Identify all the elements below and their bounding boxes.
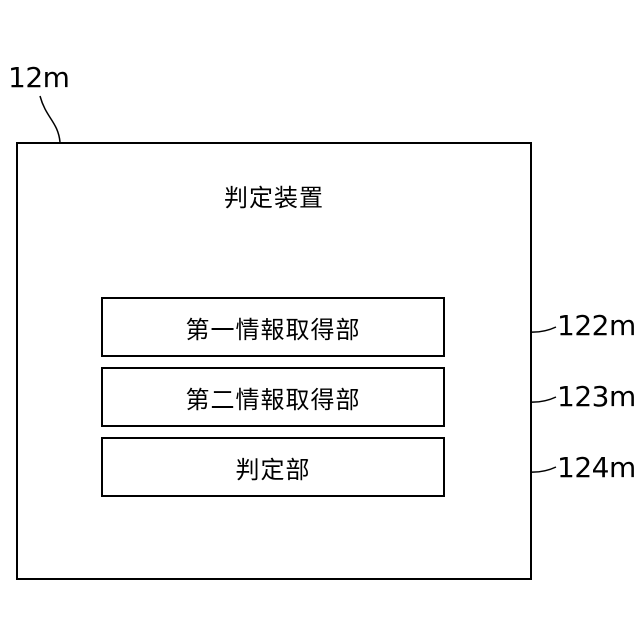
- device-box: 判定装置 第一情報取得部 第二情報取得部 判定部: [16, 142, 532, 580]
- judgment-unit: 判定部: [101, 437, 445, 497]
- device-title: 判定装置: [18, 184, 530, 212]
- judgment-unit-label: 判定部: [236, 450, 311, 485]
- first-information-acquisition-unit: 第一情報取得部: [101, 297, 445, 357]
- first-unit-label: 第一情報取得部: [186, 310, 361, 345]
- second-information-acquisition-unit: 第二情報取得部: [101, 367, 445, 427]
- judgment-unit-reference-label: 124m: [557, 453, 636, 483]
- first-unit-reference-label: 122m: [557, 311, 636, 341]
- device-reference-label: 12m: [8, 63, 69, 93]
- second-unit-reference-label: 123m: [557, 382, 636, 412]
- device-leader-line: [40, 96, 60, 142]
- second-unit-label: 第二情報取得部: [186, 380, 361, 415]
